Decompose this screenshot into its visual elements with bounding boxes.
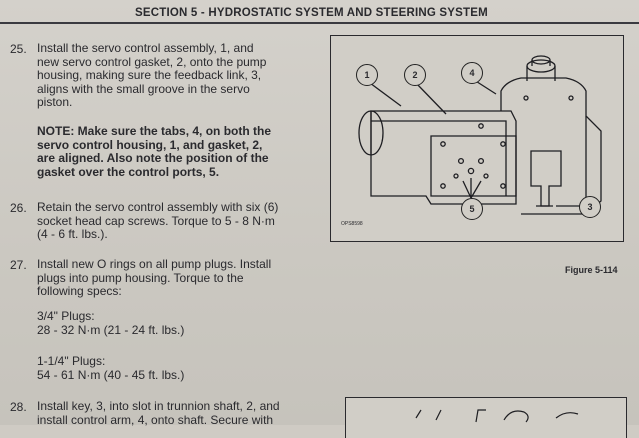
step-26-line: socket head cap screws. Torque to 5 - 8 … — [37, 213, 275, 228]
step-27-line: following specs: — [37, 284, 122, 298]
note-line: servo control housing, 1, and gasket, 2, — [37, 137, 263, 152]
callout-2: 2 — [404, 64, 426, 86]
spec-one-and-quarter: 1-1/4" Plugs: 54 - 61 N·m (40 - 45 ft. l… — [37, 354, 185, 382]
step-28-line: Install key, 3, into slot in trunnion sh… — [37, 399, 280, 413]
step-27-line: plugs into pump housing. Torque to the — [37, 270, 244, 285]
callout-4: 4 — [461, 62, 483, 84]
spec-label: 1-1/4" Plugs: — [37, 354, 106, 368]
figure-code: OPS8598 — [341, 221, 363, 227]
figure-servo-control: 1 2 4 3 5 OPS8598 — [330, 35, 624, 242]
step-26-text: Retain the servo control assembly with s… — [37, 200, 327, 242]
callout-1: 1 — [356, 64, 378, 86]
next-figure-illustration — [415, 409, 579, 423]
step-25-line: housing, making sure the feedback link, … — [37, 68, 262, 82]
spec-value: 54 - 61 N·m (40 - 45 ft. lbs.) — [37, 367, 185, 382]
section-title: SECTION 5 - HYDROSTATIC SYSTEM AND STEER… — [135, 7, 488, 19]
spec-value: 28 - 32 N·m (21 - 24 ft. lbs.) — [37, 322, 185, 337]
step-28-number: 28. — [10, 400, 27, 414]
spec-three-quarter: 3/4" Plugs: 28 - 32 N·m (21 - 24 ft. lbs… — [37, 309, 185, 337]
step-25-line: aligns with the small groove in the serv… — [37, 81, 250, 96]
step-25-number: 25. — [10, 42, 27, 56]
next-figure-frame — [345, 397, 627, 438]
step-26-line: (4 - 6 ft. lbs.). — [37, 227, 108, 241]
step-27-number: 27. — [10, 258, 27, 272]
step-28-text: Install key, 3, into slot in trunnion sh… — [37, 399, 337, 427]
note-line: are aligned. Also note the position of t… — [37, 151, 269, 165]
step-25-line: piston. — [37, 95, 73, 109]
callout-3: 3 — [579, 196, 601, 218]
step-26-number: 26. — [10, 201, 27, 215]
step-27-text: Install new O rings on all pump plugs. I… — [37, 257, 327, 299]
note-line: gasket over the control ports, 5. — [37, 164, 220, 179]
header-rule — [0, 22, 639, 24]
step-25-note: NOTE: Make sure the tabs, 4, on both the… — [37, 124, 327, 179]
step-25-text: Install the servo control assembly, 1, a… — [37, 41, 327, 110]
step-25-line: Install the servo control assembly, 1, a… — [37, 41, 254, 55]
step-25-line: new servo control gasket, 2, onto the pu… — [37, 54, 267, 69]
servo-control-illustration — [358, 55, 602, 215]
spec-label: 3/4" Plugs: — [37, 309, 95, 323]
figure-caption: Figure 5-114 — [565, 265, 618, 275]
step-27-line: Install new O rings on all pump plugs. I… — [37, 257, 272, 271]
step-26-line: Retain the servo control assembly with s… — [37, 200, 279, 214]
step-28-line: install control arm, 4, onto shaft. Secu… — [37, 412, 274, 427]
note-line: NOTE: Make sure the tabs, 4, on both the — [37, 124, 272, 138]
callout-5: 5 — [461, 198, 483, 220]
section-header: SECTION 5 - HYDROSTATIC SYSTEM AND STEER… — [0, 2, 639, 24]
